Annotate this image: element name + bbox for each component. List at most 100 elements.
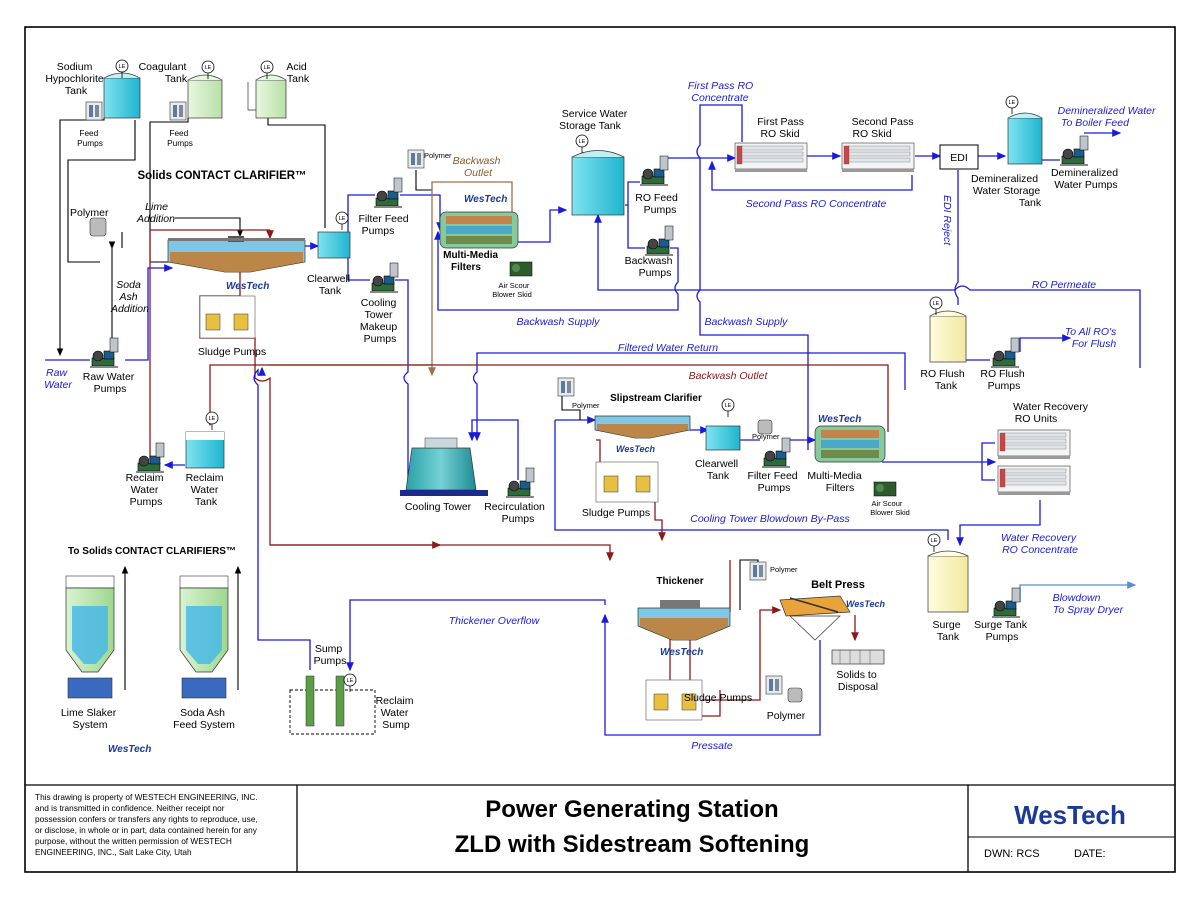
polymer-label-5: Polymer xyxy=(770,565,798,574)
acid-tank-label: Acid Tank xyxy=(286,61,310,85)
wr-ro-unit-2 xyxy=(997,465,1071,496)
sludge-pumps-2 xyxy=(595,461,659,503)
cooling-tower-label: Cooling Tower xyxy=(405,501,472,513)
filtered-return-label: Filtered Water Return xyxy=(618,342,718,354)
solids-contact-clarifier xyxy=(167,236,306,273)
sludge-pumps-label-2: Sludge Pumps xyxy=(582,507,650,519)
cooling-tower-makeup-pumps xyxy=(369,262,399,294)
ro-flush-tank xyxy=(929,296,967,363)
filter-feed-pumps-label: Filter Feed Pumps xyxy=(358,213,411,237)
sludge-pumps-1 xyxy=(199,295,256,339)
slipstream-label: Slipstream Clarifier xyxy=(610,393,702,404)
to-all-ros-label: To All RO's For Flush xyxy=(1065,326,1119,350)
clearwell-tank-label: Clearwell Tank xyxy=(307,273,353,297)
polymer-box-mmf xyxy=(407,149,425,169)
svg-text:WesTech: WesTech xyxy=(818,414,861,425)
svg-text:purpose, without the written p: purpose, without the written permission … xyxy=(35,836,232,846)
surge-tank-label: Surge Tank xyxy=(933,619,964,643)
ro-flush-pumps xyxy=(990,337,1020,369)
ro-flush-tank-label: RO Flush Tank xyxy=(920,368,967,392)
svg-text:LE: LE xyxy=(347,678,354,684)
edi-unit xyxy=(939,144,979,170)
svg-text:LE: LE xyxy=(933,301,940,307)
polymer-label-4: Polymer xyxy=(752,432,780,441)
soda-ash-feed-label: Soda Ash Feed System xyxy=(173,707,235,731)
belt-press-label: Belt Press xyxy=(811,579,865,591)
svg-text:and is transmitted in confiden: and is transmitted in confidence. Neithe… xyxy=(35,803,225,813)
mmf-2-label: Multi-Media Filters xyxy=(807,470,864,494)
acid-tank xyxy=(247,60,287,119)
backwash-supply-label-1: Backwash Supply xyxy=(517,316,601,328)
feed-pumps-label-1: Feed Pumps xyxy=(77,128,103,148)
filter-feed-pumps xyxy=(373,177,403,209)
second-pass-ro-skid xyxy=(841,142,915,173)
svg-text:LE: LE xyxy=(1009,100,1016,106)
second-pass-ro-label: Second Pass RO Skid xyxy=(852,116,917,140)
mmf-label-1: Multi-Media Filters xyxy=(443,250,501,273)
air-scour-label-2: Air Scour Blower Skid xyxy=(870,499,910,517)
coagulant-tank-label: Coagulant Tank xyxy=(139,61,190,85)
wr-ro-label: Water Recovery RO Units xyxy=(1013,401,1091,425)
clearwell-tank xyxy=(317,211,351,259)
blowdown-label: Blowdown To Spray Dryer xyxy=(1053,592,1124,616)
solids-disposal-label: Solids to Disposal xyxy=(836,669,879,693)
svg-text:WesTech: WesTech xyxy=(846,599,886,609)
clearwell-2-label: Clearwell Tank xyxy=(695,458,741,482)
first-pass-ro-label: First Pass RO Skid xyxy=(757,116,807,140)
svg-text:LE: LE xyxy=(264,65,271,71)
svg-text:LE: LE xyxy=(931,538,938,544)
svg-text:This drawing is property of WE: This drawing is property of WESTECH ENGI… xyxy=(35,792,258,802)
second-pass-conc-label: Second Pass RO Concentrate xyxy=(746,198,887,210)
filter-feed-2-label: Filter Feed Pumps xyxy=(747,470,800,494)
svg-text:LE: LE xyxy=(725,403,732,409)
polymer-box-press xyxy=(765,675,783,695)
surge-pumps-label: Surge Tank Pumps xyxy=(974,619,1030,643)
svg-text:ENGINEERING, INC., Salt Lake C: ENGINEERING, INC., Salt Lake City, Utah xyxy=(35,847,192,857)
title-line-1: Power Generating Station xyxy=(485,796,778,823)
multi-media-filters-2 xyxy=(814,425,886,463)
demin-tank-label: Demineralized Water Storage Tank xyxy=(971,173,1043,209)
svg-text:WesTech: WesTech xyxy=(616,444,656,454)
recirculation-pumps xyxy=(505,467,535,499)
raw-water-label: Raw Water xyxy=(44,367,72,391)
sodium-tank-label: Sodium Hypochlorite Tank xyxy=(45,61,106,97)
svg-text:WesTech: WesTech xyxy=(464,194,507,205)
svg-text:LE: LE xyxy=(579,139,586,145)
edi-reject-label: EDI Reject xyxy=(941,195,953,246)
polymer-label-1: Polymer xyxy=(70,207,109,219)
backwash-outlet-label-2: Backwash Outlet xyxy=(689,370,769,382)
surge-tank-pumps xyxy=(991,587,1021,619)
polymer-label-3: Polymer xyxy=(572,401,600,410)
sludge-pumps-3 xyxy=(645,679,703,721)
solids-disposal-bin xyxy=(831,649,885,665)
ro-feed-pumps xyxy=(639,155,669,187)
service-water-storage-tank xyxy=(571,134,625,216)
svg-text:WesTech: WesTech xyxy=(226,281,269,292)
polymer-feeder-2 xyxy=(757,419,773,435)
backwash-supply-label-2: Backwash Supply xyxy=(705,316,789,328)
filter-feed-pumps-2 xyxy=(761,437,791,469)
sludge-pumps-3-label: Sludge Pumps xyxy=(684,692,752,704)
raw-water-pumps-label: Raw Water Pumps xyxy=(83,371,137,395)
soda-ash-feed-system xyxy=(179,575,229,699)
ct-makeup-pumps-label: Cooling Tower Makeup Pumps xyxy=(360,297,400,345)
svg-text:possession confers or transfer: possession confers or transfers any righ… xyxy=(35,814,258,824)
surge-tank xyxy=(927,533,969,613)
polymer-label-6: Polymer xyxy=(767,710,806,722)
clarifier-title: Solids CONTACT CLARIFIER™ xyxy=(137,170,306,182)
cooling-tower xyxy=(400,437,488,496)
backwash-pumps-label: Backwash Pumps xyxy=(625,255,676,279)
demineralized-water-storage-tank xyxy=(1005,95,1043,165)
recirculation-pumps-label: Recirculation Pumps xyxy=(484,501,548,525)
polymer-label-2: Polymer xyxy=(424,151,452,160)
polymer-feeder xyxy=(89,217,107,237)
svg-text:LE: LE xyxy=(119,64,126,70)
demin-boiler-label: Demineralized Water To Boiler Feed xyxy=(1058,105,1159,129)
date-field: DATE: xyxy=(1074,848,1106,860)
first-pass-conc-label: First Pass RO Concentrate xyxy=(688,80,756,104)
soda-ash-addition-label: Soda Ash Addition xyxy=(110,279,149,315)
svg-text:LE: LE xyxy=(205,65,212,71)
clearwell-tank-2 xyxy=(705,398,741,451)
svg-text:LE: LE xyxy=(339,216,346,222)
